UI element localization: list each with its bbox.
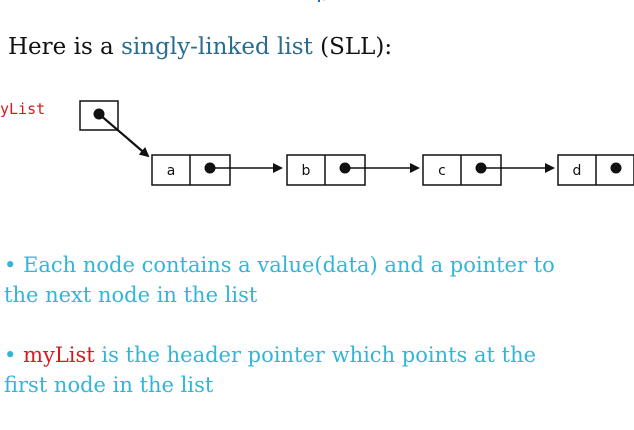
bullet-text: Each node contains a value(data) and a p… <box>4 253 555 307</box>
header-pointer-box <box>79 100 119 131</box>
node-pointer-dot <box>610 162 622 174</box>
header-pointer-arrow <box>98 113 150 158</box>
intro-text-after: (SLL): <box>312 34 393 60</box>
bullet-header-pointer: • myList is the header pointer which poi… <box>4 340 564 400</box>
node-pointer-dot <box>204 162 216 174</box>
node-value: a <box>167 163 176 179</box>
bullet-dot: • <box>4 343 24 367</box>
node-pointer-dot <box>475 162 487 174</box>
node-pointer-dot <box>339 162 351 174</box>
node-value: b <box>302 163 311 179</box>
title-fragment: p <box>316 0 338 2</box>
node-value: d <box>573 163 582 179</box>
bullet-text: is the header pointer which points at th… <box>4 343 537 397</box>
list-node: b <box>286 154 366 186</box>
intro-term: singly-linked list <box>121 34 313 60</box>
header-pointer-term: myList <box>23 343 95 367</box>
header-pointer-dot <box>93 108 105 120</box>
slide: { "title_fragment": "p", "intro": { "tex… <box>0 0 634 397</box>
bullet-dot: • <box>4 253 24 277</box>
bullet-list: • Each node contains a value(data) and a… <box>4 250 564 430</box>
intro-text-before: Here is a <box>8 34 122 60</box>
list-node: c <box>422 154 502 186</box>
header-pointer-label: yList <box>0 100 45 118</box>
node-value: c <box>438 163 446 179</box>
list-node: a <box>151 154 231 186</box>
list-node: d <box>557 154 634 186</box>
bullet-node-definition: • Each node contains a value(data) and a… <box>4 250 564 310</box>
intro-sentence: Here is a singly-linked list (SLL): <box>8 30 392 64</box>
